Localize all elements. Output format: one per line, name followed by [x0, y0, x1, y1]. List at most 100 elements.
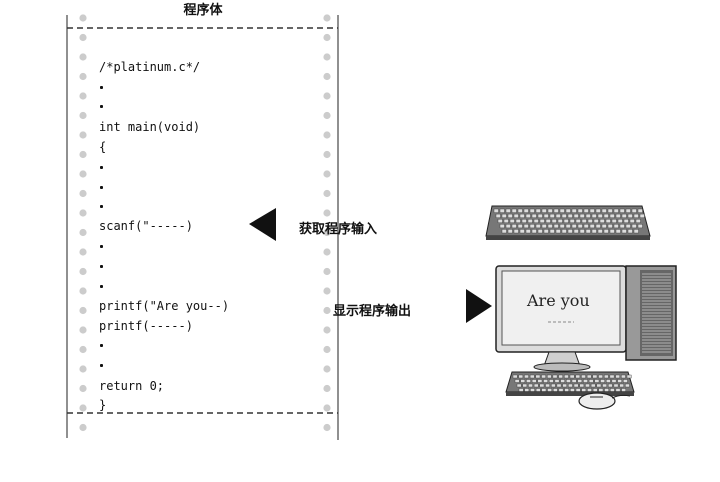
keyboard-key [505, 208, 511, 213]
feed-hole [79, 72, 87, 81]
keyboard-key [605, 218, 611, 223]
keyboard-key [547, 374, 552, 379]
feed-hole [79, 33, 87, 42]
keyboard-key [505, 224, 511, 229]
feed-hole [323, 189, 331, 198]
keyboard-key [639, 213, 645, 218]
keyboard-key [535, 388, 541, 392]
keyboard-key [601, 208, 607, 213]
keyboard-key [558, 388, 564, 392]
keyboard-key [629, 218, 635, 223]
keyboard-key [619, 224, 625, 229]
keyboard-key [552, 374, 558, 379]
feed-hole [79, 189, 87, 198]
keyboard-key [597, 229, 603, 234]
feed-hole [323, 404, 331, 412]
keyboard-key [633, 229, 639, 234]
keyboard-key [579, 229, 585, 234]
keyboard-key [539, 383, 545, 388]
keyboard-key [549, 229, 555, 234]
feed-hole [79, 306, 87, 315]
code-main-declaration: int main(void) [99, 120, 201, 134]
keyboard-key [575, 218, 581, 223]
keyboard-key [609, 229, 615, 234]
keyboard-key [609, 374, 615, 379]
keyboard-key [561, 229, 567, 234]
keyboard-key [509, 218, 515, 223]
keyboard-key [615, 229, 621, 234]
feed-hole [79, 287, 87, 295]
keyboard-key [535, 374, 541, 379]
code-scanf-line: scanf("-----) [99, 219, 193, 233]
keyboard-key [577, 224, 583, 229]
keyboard-key [537, 229, 543, 234]
keyboard-key [585, 213, 591, 218]
keyboard-key [594, 379, 600, 383]
keyboard-key [625, 208, 631, 213]
feed-hole [79, 228, 87, 237]
keyboard-key [533, 218, 539, 223]
keyboard-key [581, 374, 586, 379]
keyboard-key [553, 388, 558, 392]
keyboard-key [503, 218, 509, 223]
keyboard-key [559, 208, 565, 213]
keyboard-key [519, 213, 525, 218]
feed-hole [79, 14, 87, 22]
feed-hole [79, 170, 87, 178]
feed-hole [79, 111, 87, 120]
keyboard-key [523, 208, 529, 213]
keyboard-key [631, 208, 637, 213]
feed-hole [323, 53, 331, 61]
feed-hole [79, 92, 87, 100]
keyboard-key [545, 383, 550, 388]
keyboard-key [577, 208, 583, 213]
feed-hole [323, 345, 331, 354]
keyboard-key [524, 388, 530, 392]
keyboard-key [507, 213, 513, 218]
keyboard-key [569, 218, 575, 223]
keyboard-key [579, 383, 585, 388]
keyboard-key [560, 379, 565, 383]
keyboard-key [637, 224, 643, 229]
keyboard-key [511, 208, 517, 213]
keyboard-key [513, 229, 519, 234]
keyboard-key [619, 208, 625, 213]
keyboard-key [581, 218, 587, 223]
keyboard-key [526, 379, 531, 383]
computer-tower-icon [625, 265, 677, 361]
feed-hole [323, 326, 331, 334]
keyboard-key [591, 229, 597, 234]
keyboard-key [557, 218, 563, 223]
feed-hole [79, 150, 87, 159]
keyboard-key [625, 383, 630, 388]
input-arrow-icon [249, 208, 276, 241]
keyboard-key [543, 229, 549, 234]
keyboard-key [515, 218, 521, 223]
feed-hole [323, 92, 331, 100]
keyboard-key [617, 379, 622, 383]
feed-hole [323, 228, 331, 237]
keyboard-key [555, 229, 561, 234]
keyboard-key [559, 224, 565, 229]
keyboard-key [573, 383, 579, 388]
keyboard-key [545, 218, 551, 223]
keyboard-key [531, 213, 537, 218]
code-printf-line: printf(-----) [99, 319, 193, 333]
keyboard-key [595, 224, 601, 229]
keyboard-key [621, 388, 626, 392]
keyboard-key [610, 388, 615, 392]
keyboard-key [501, 213, 507, 218]
code-printf-line: printf("Are you--) [99, 299, 230, 313]
keyboard-key [547, 208, 553, 213]
keyboard-key [579, 213, 585, 218]
keyboard-key [637, 208, 643, 213]
keyboard-key [558, 374, 563, 379]
keyboard-key [596, 383, 602, 388]
keyboard-key [615, 213, 621, 218]
ellipsis-dot [100, 364, 103, 367]
keyboard-icon [505, 371, 635, 396]
keyboard-key [517, 208, 523, 213]
feed-hole [79, 404, 87, 412]
keyboard-key [573, 229, 579, 234]
keyboard-key [589, 208, 595, 213]
